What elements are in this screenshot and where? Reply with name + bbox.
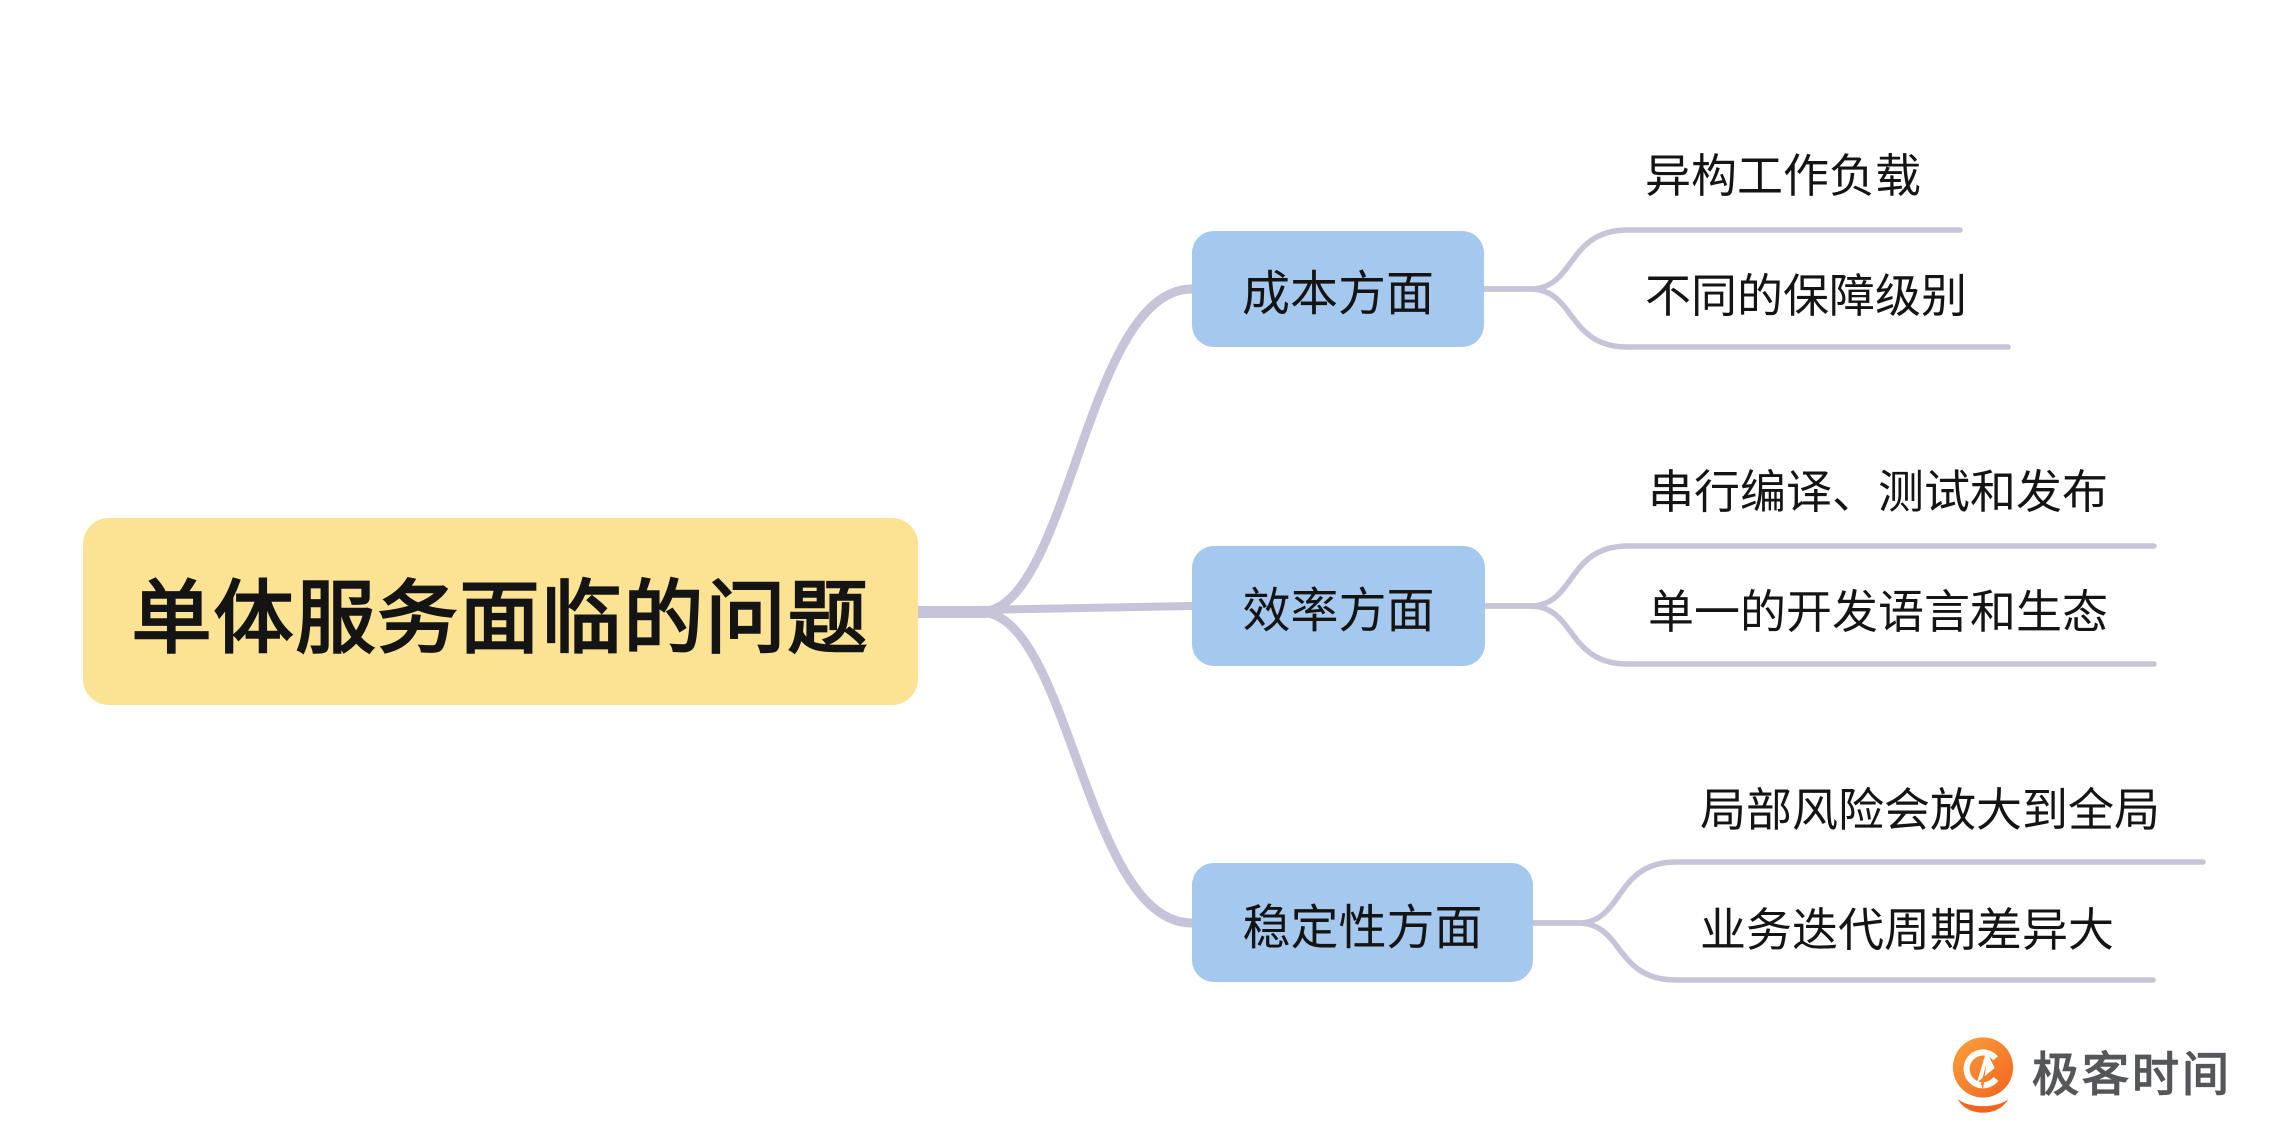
leaf-node-iteration-cycle-differences[interactable]: 业务迭代周期差异大 [1700,904,2114,956]
branch-node-stability[interactable]: 稳定性方面 [1192,863,1533,982]
leaf-node-serial-build-test-release[interactable]: 串行编译、测试和发布 [1648,466,2108,518]
geektime-logo: 极客时间 [1948,1036,2232,1114]
leaf-node-heterogeneous-workload[interactable]: 异构工作负载 [1645,150,1921,202]
branch-node-efficiency[interactable]: 效率方面 [1192,546,1485,666]
geektime-pin-icon [1952,1037,2014,1113]
leaf-node-local-risk-global-impact[interactable]: 局部风险会放大到全局 [1700,784,2160,836]
root-node[interactable]: 单体服务面临的问题 [83,518,918,705]
leaf-node-single-language-ecosystem[interactable]: 单一的开发语言和生态 [1648,586,2108,638]
leaf-node-different-guarantee-levels[interactable]: 不同的保障级别 [1645,270,1967,322]
geektime-logo-text: 极客时间 [2032,1048,2232,1101]
branch-node-cost[interactable]: 成本方面 [1192,231,1484,347]
